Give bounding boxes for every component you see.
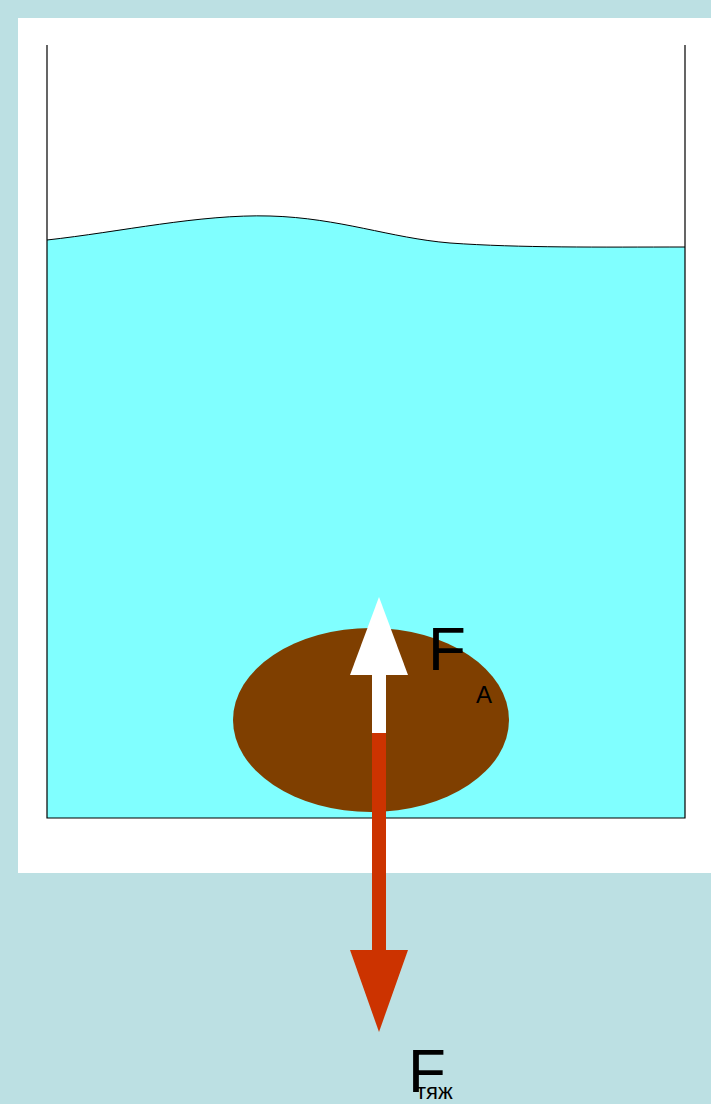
- buoyancy-arrow-shaft: [372, 668, 386, 733]
- white-panel: [18, 18, 711, 873]
- gravity-arrowhead: [350, 950, 408, 1032]
- force-symbol: F: [428, 618, 466, 680]
- vessel-outline: [47, 45, 685, 818]
- gravity-arrow-shaft: [372, 733, 386, 958]
- water: [47, 216, 685, 818]
- force-subscript: A: [476, 683, 492, 707]
- water-surface: [47, 216, 685, 247]
- force-subscript: тяж: [416, 1081, 453, 1103]
- buoyancy-arrowhead: [350, 597, 408, 675]
